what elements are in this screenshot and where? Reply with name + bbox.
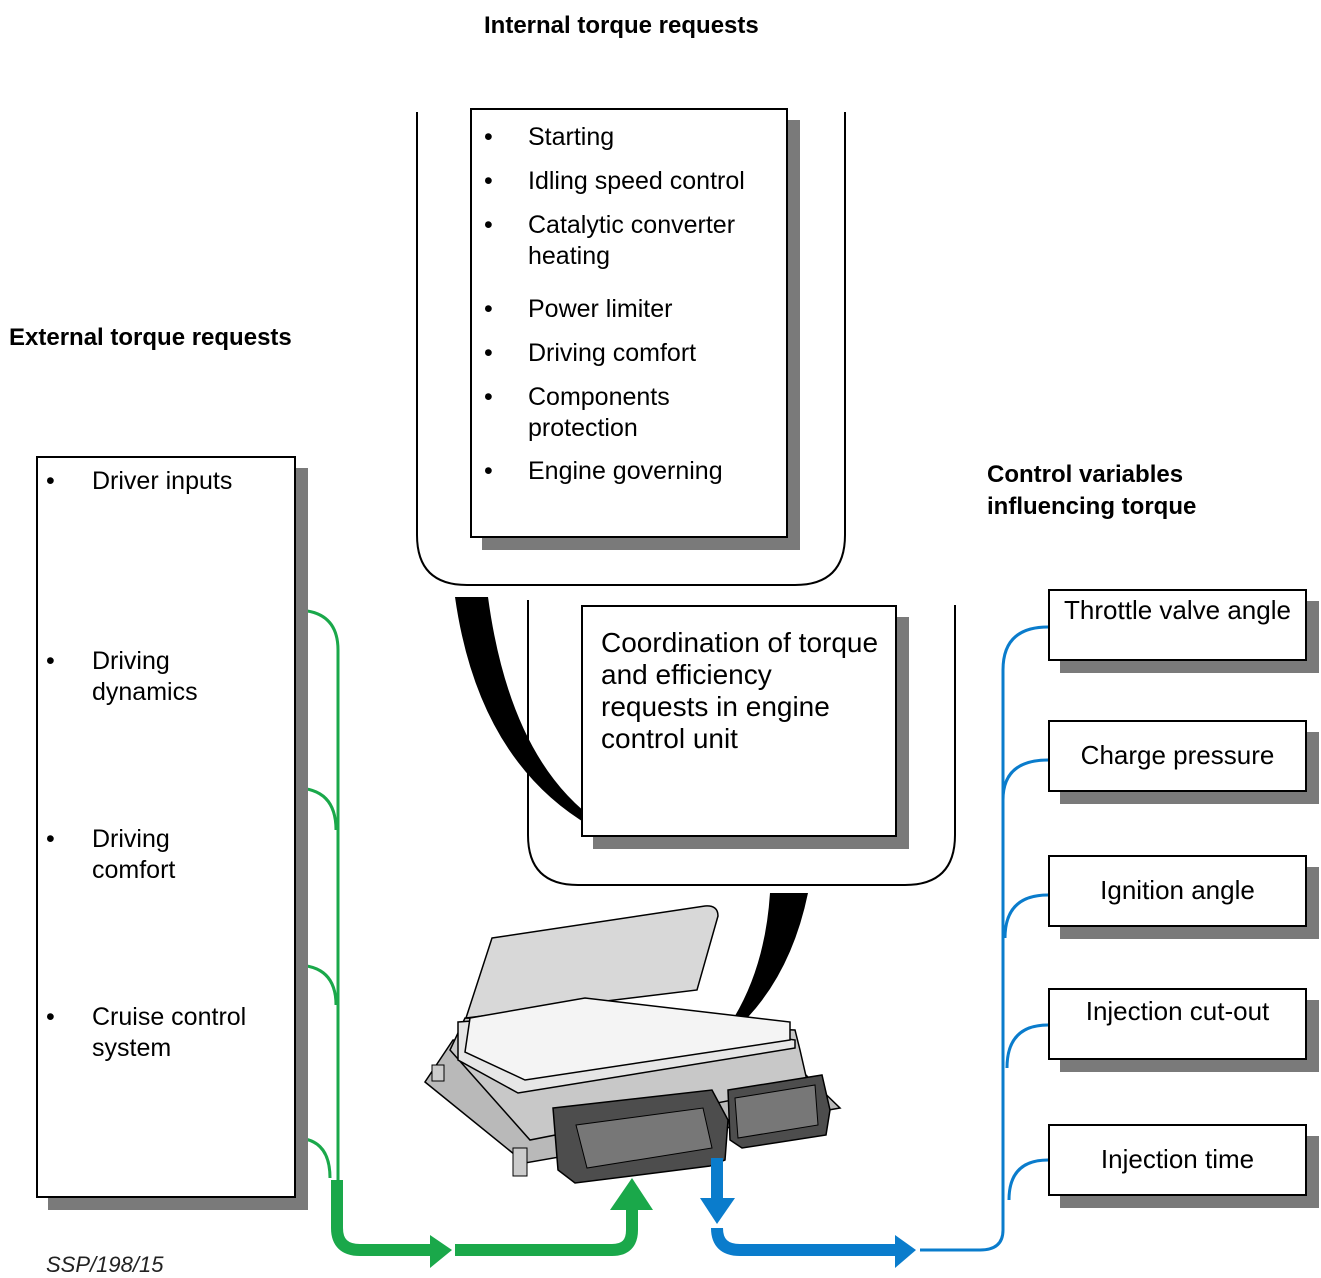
control-variable-box: Injection cut-out	[1048, 988, 1307, 1060]
coordination-bracket	[527, 600, 956, 886]
bullet-icon: •	[46, 1003, 55, 1031]
bullet-icon: •	[484, 457, 493, 485]
external-request-item: • Driving dynamics	[46, 646, 286, 708]
bullet-icon: •	[484, 383, 493, 411]
internal-request-item: • Idling speed control	[484, 166, 784, 197]
control-variable-label: Throttle valve angle	[1064, 595, 1291, 625]
internal-requests-box: • Starting • Idling speed control • Catalytic…	[470, 108, 788, 538]
external-request-item: • Driving comfort	[46, 824, 286, 886]
left-swoosh	[455, 597, 598, 826]
internal-request-item: • Starting	[484, 122, 784, 153]
internal-request-item: • Components protection	[484, 382, 784, 444]
control-variable-label: Injection time	[1100, 1144, 1255, 1174]
internal-request-item: • Engine governing	[484, 456, 784, 487]
control-heading: Control variables influencing torque	[987, 461, 1197, 520]
internal-request-item: • Driving comfort	[484, 338, 784, 369]
green-flow	[294, 608, 638, 1256]
control-variable-box: Ignition angle	[1048, 855, 1307, 927]
internal-request-label: Idling speed control	[528, 167, 745, 195]
external-requests-box: • Driver inputs • Driving dynamics • Driving …	[36, 456, 296, 1198]
bullet-icon: •	[484, 295, 493, 323]
bullet-icon: •	[484, 123, 493, 151]
control-variable-box: Injection time	[1048, 1124, 1307, 1196]
engine-control-unit	[423, 905, 842, 1184]
coordination-text: Coordination of torque and efficiency re…	[601, 627, 879, 754]
external-request-item: • Driver inputs	[46, 466, 286, 497]
internal-request-label: Starting	[528, 123, 615, 151]
bullet-icon: •	[46, 647, 55, 675]
bullet-icon: •	[46, 825, 55, 853]
blue-arrow-down	[700, 1198, 735, 1224]
green-arrow-1	[430, 1235, 452, 1268]
bullet-icon: •	[484, 211, 493, 239]
figure-caption: SSP/198/15	[46, 1252, 164, 1277]
internal-request-label: Power limiter	[528, 295, 673, 323]
control-variable-box: Charge pressure	[1048, 720, 1307, 792]
coordination-box: Coordination of torque and efficiency re…	[581, 605, 897, 837]
right-swoosh	[730, 893, 808, 1030]
external-request-label: Driving comfort	[92, 825, 176, 884]
internal-request-item: • Catalytic converter heating	[484, 210, 784, 272]
control-variable-box: Throttle valve angle	[1048, 589, 1307, 661]
internal-request-label: Components protection	[528, 383, 670, 442]
internal-request-item: • Power limiter	[484, 294, 784, 325]
external-request-label: Cruise control system	[92, 1003, 247, 1062]
internal-bracket	[416, 112, 846, 586]
external-request-label: Driver inputs	[92, 467, 233, 495]
internal-request-label: Catalytic converter heating	[528, 211, 736, 270]
bullet-icon: •	[46, 467, 55, 495]
control-variable-label: Injection cut-out	[1085, 996, 1270, 1026]
internal-heading: Internal torque requests	[484, 12, 759, 39]
bullet-icon: •	[484, 167, 493, 195]
bullet-icon: •	[484, 339, 493, 367]
green-arrow-2	[610, 1178, 653, 1210]
external-heading: External torque requests	[9, 324, 292, 351]
external-request-label: Driving dynamics	[92, 647, 198, 706]
internal-request-label: Engine governing	[528, 457, 723, 485]
blue-arrow-right	[895, 1235, 916, 1268]
control-variable-label: Ignition angle	[1100, 875, 1255, 905]
internal-request-label: Driving comfort	[528, 339, 697, 367]
external-request-item: • Cruise control system	[46, 1002, 286, 1064]
control-variable-label: Charge pressure	[1080, 740, 1275, 770]
blue-flow	[711, 625, 1049, 1256]
